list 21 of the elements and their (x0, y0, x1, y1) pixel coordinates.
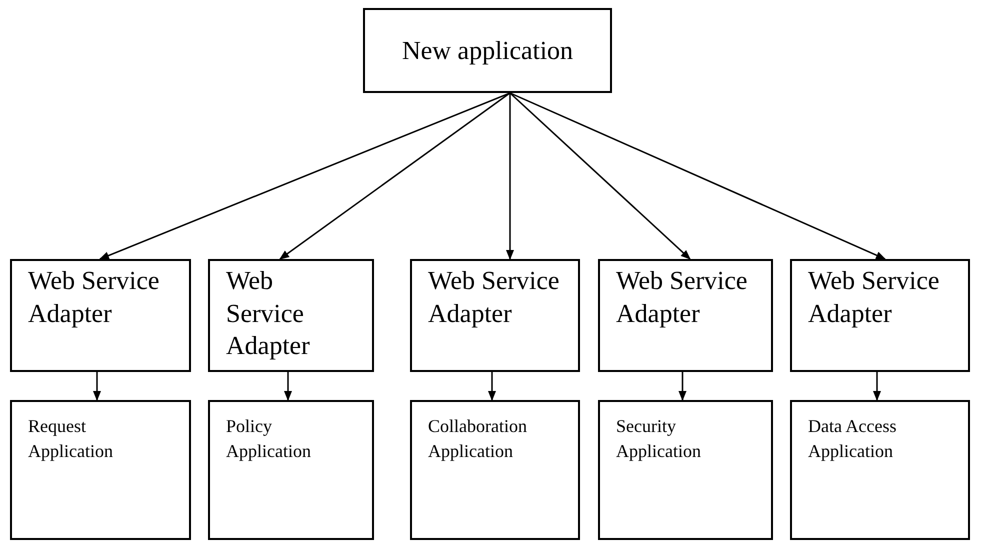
arrow (279, 92, 510, 260)
application-box: Data Access Application (790, 400, 970, 540)
application-box: Request Application (10, 400, 191, 540)
arrow (510, 92, 691, 260)
adapter-box: Web Service Adapter (598, 259, 773, 372)
application-box: Security Application (598, 400, 773, 540)
arrow (284, 372, 292, 401)
arrow (678, 372, 686, 401)
adapter-box: Web Service Adapter (410, 259, 580, 372)
application-box: Policy Application (208, 400, 374, 540)
application-box: Collaboration Application (410, 400, 580, 540)
arrow (488, 372, 496, 401)
arrow (99, 92, 510, 260)
adapter-box: Web Service Adapter (10, 259, 191, 372)
arrow (873, 372, 881, 401)
arrow (510, 92, 886, 260)
adapter-box: Web Service Adapter (790, 259, 970, 372)
application-box: New application (363, 8, 612, 93)
arrow (506, 93, 514, 260)
arrow (93, 372, 101, 401)
adapter-box: Web Service Adapter (208, 259, 374, 372)
